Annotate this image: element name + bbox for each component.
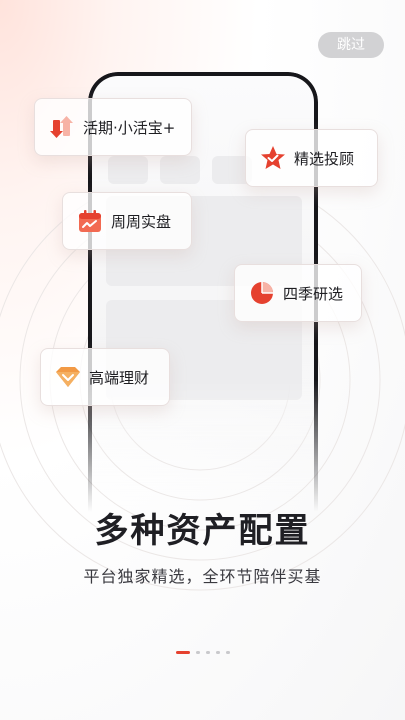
diamond-icon [55,364,81,390]
star-icon [260,145,286,171]
page-subtitle: 平台独家精选，全环节陪伴买基 [83,567,322,586]
pagination-dot[interactable] [215,651,220,654]
page-title: 多种资产配置 [94,511,311,551]
feature-card-seasonal-research[interactable]: 四季研选 [234,264,362,322]
feature-card-selected-advisor[interactable]: 精选投顾 [245,129,378,187]
feature-label: 高端理财 [89,368,150,387]
pagination-dot-active[interactable] [175,651,190,654]
pagination-dot[interactable] [195,651,200,654]
placeholder-block [160,156,200,184]
pagination-dot[interactable] [225,651,230,654]
pagination-dots [0,651,405,654]
feature-label: 周周实盘 [111,212,172,231]
feature-label: 活期·小活宝+ [83,118,176,137]
placeholder-block [108,156,148,184]
feature-card-premium-wealth[interactable]: 高端理财 [40,348,170,406]
skip-button[interactable]: 跳过 [318,32,384,58]
feature-label: 精选投顾 [294,149,355,168]
arrows-updown-icon [49,114,75,140]
feature-card-weekly-live[interactable]: 周周实盘 [62,192,192,250]
feature-label: 四季研选 [283,284,344,303]
calendar-icon [77,208,103,234]
pie-chart-icon [249,280,275,306]
pagination-dot[interactable] [205,651,210,654]
feature-card-current-deposit[interactable]: 活期·小活宝+ [34,98,192,156]
